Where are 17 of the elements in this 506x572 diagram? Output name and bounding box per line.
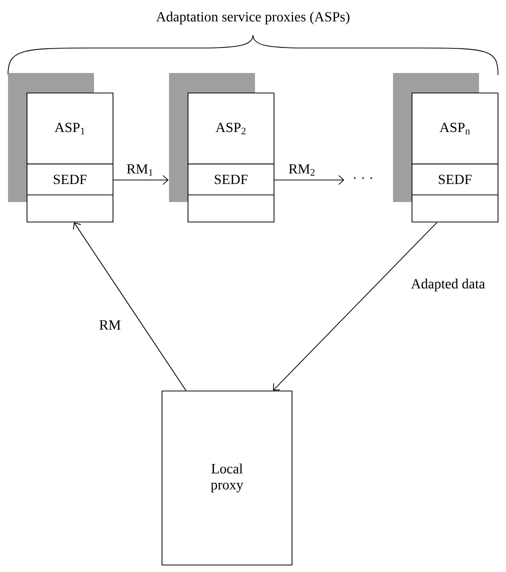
arrow: [274, 175, 344, 185]
edge-label: RM$_{2}$: [288, 164, 315, 176]
proxy-name: ASP$_{2}$: [216, 122, 246, 134]
proxy-box: Local proxy: [162, 390, 292, 566]
module-label: SEDF: [54, 174, 87, 184]
edge-label: Adapted data: [411, 278, 485, 292]
proxy-name: ASP$_{n}$: [440, 122, 470, 134]
module-label: SEDF: [438, 174, 472, 184]
edge-label: RM: [100, 320, 120, 330]
arrow: [273, 222, 438, 391]
arrow: [113, 175, 169, 185]
heading: Adaptation service proxies (ASPs): [156, 12, 350, 24]
ellipsis: · · ·: [354, 177, 372, 179]
arrow: [72, 222, 186, 391]
proxy-name: ASP$_{1}$: [54, 122, 84, 134]
module-label: SEDF: [214, 174, 248, 184]
edge-label: RM$_{1}$: [126, 164, 152, 176]
